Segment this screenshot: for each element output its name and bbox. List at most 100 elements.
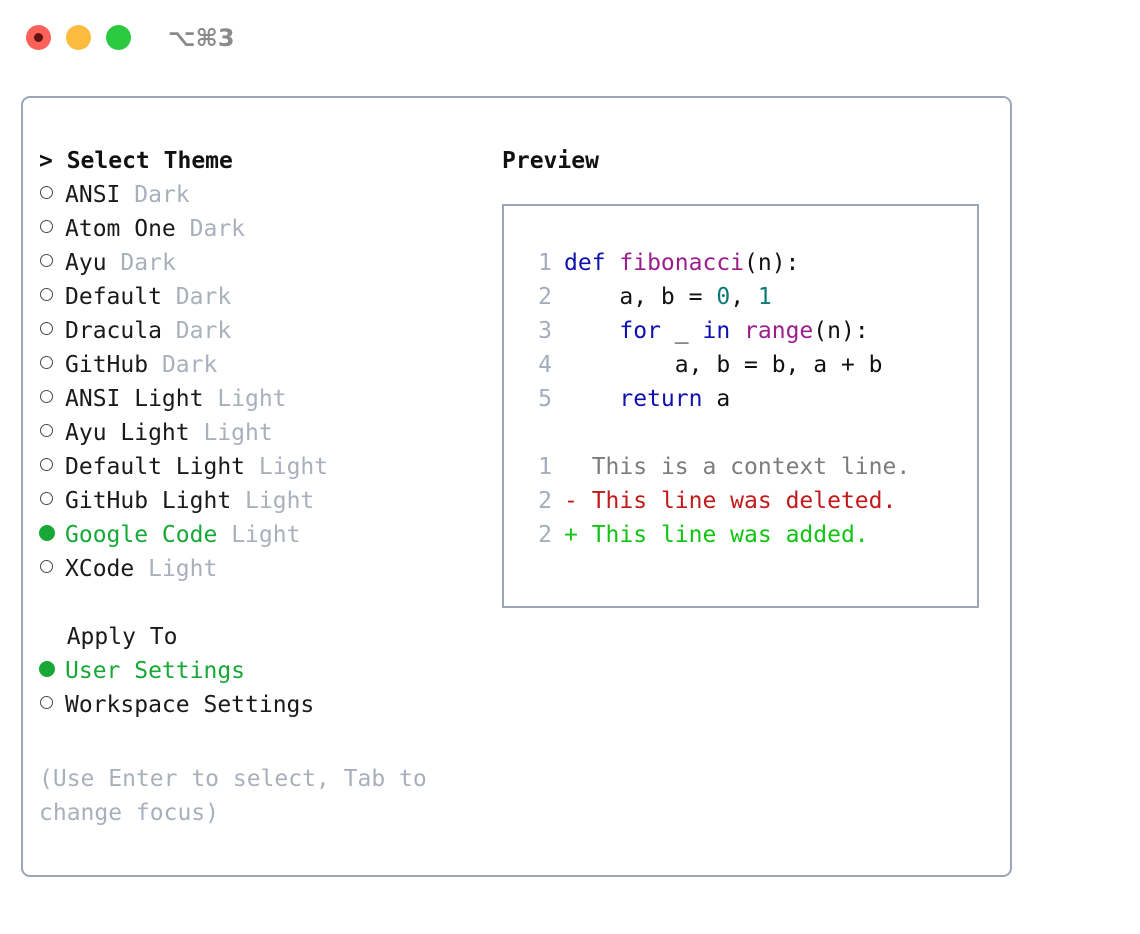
code-token: 0 — [716, 284, 731, 310]
code-token: range — [744, 318, 814, 344]
theme-option-google-code[interactable]: Google Code Light — [39, 518, 479, 552]
theme-variant-badge: Light — [258, 454, 329, 480]
name-badge-gap — [162, 314, 176, 348]
diff-line-number: 2 — [538, 488, 552, 514]
code-diff-spacer — [522, 416, 969, 450]
theme-option-default-light[interactable]: Default Light Light — [39, 450, 479, 484]
diff-line: 1 This is a context line. — [522, 450, 969, 484]
name-badge-gap — [203, 382, 217, 416]
theme-option-ayu-light[interactable]: Ayu Light Light — [39, 416, 479, 450]
code-token: _ — [660, 318, 703, 344]
radio-shape — [40, 492, 53, 505]
diff-line-text: This is a context line. — [591, 454, 911, 480]
code-token: a, b = — [564, 284, 717, 310]
theme-variant-badge: Light — [245, 488, 315, 514]
radio-shape — [40, 186, 53, 199]
diff-sign: - — [564, 488, 592, 514]
theme-variant-badge: Light — [203, 420, 273, 446]
radio-shape — [40, 356, 53, 369]
diff-line: 2- This line was deleted. — [522, 484, 969, 518]
theme-name: XCode — [65, 556, 135, 582]
radio-shape — [40, 322, 53, 335]
theme-variant-badge: Dark — [161, 352, 218, 378]
theme-variant-badge: Dark — [175, 284, 232, 310]
code-token: , — [730, 284, 758, 310]
apply-to-option-user-settings[interactable]: User Settings — [39, 654, 479, 688]
diff-sign: + — [564, 522, 592, 548]
code-token: fibonacci — [619, 250, 745, 276]
radio-shape — [40, 696, 53, 709]
theme-option-xcode[interactable]: XCode Light — [39, 552, 479, 586]
line-number: 3 — [538, 318, 552, 344]
code-line: 4 a, b = b, a + b — [522, 348, 969, 382]
name-badge-gap — [190, 416, 204, 450]
code-token: (n): — [813, 318, 869, 344]
theme-variant-badge: Dark — [175, 318, 232, 344]
radio-shape — [40, 560, 53, 573]
line-number: 1 — [538, 250, 552, 276]
name-badge-gap — [162, 280, 176, 314]
line-number: 5 — [538, 386, 552, 412]
radio-shape — [40, 254, 53, 267]
code-token: def — [564, 250, 620, 276]
theme-name: Atom One — [65, 216, 176, 242]
theme-variant-badge: Light — [217, 386, 287, 412]
theme-option-dracula[interactable]: Dracula Dark — [39, 314, 479, 348]
close-button[interactable] — [26, 25, 51, 50]
line-number: 2 — [538, 284, 552, 310]
theme-option-ansi[interactable]: ANSI Dark — [39, 178, 479, 212]
list-spacer — [39, 586, 479, 620]
theme-name: Dracula — [65, 318, 162, 344]
radio-shape — [39, 661, 55, 677]
radio-shape — [39, 525, 55, 541]
minimize-button[interactable] — [66, 25, 91, 50]
theme-option-ayu[interactable]: Ayu Dark — [39, 246, 479, 280]
name-badge-gap — [134, 552, 148, 586]
keyboard-hint-text: (Use Enter to select, Tab to change focu… — [39, 766, 441, 826]
theme-name: Google Code — [65, 522, 218, 548]
name-badge-gap — [120, 178, 134, 212]
diff-line-number: 2 — [538, 522, 552, 548]
code-line-text: for _ in range(n): — [564, 314, 869, 348]
diff-line-text: This line was deleted. — [591, 488, 897, 514]
theme-option-github-light[interactable]: GitHub Light Light — [39, 484, 479, 518]
code-token: return — [619, 386, 703, 412]
diff-line: 2 + This line was added. — [522, 518, 969, 552]
select-theme-heading: > Select Theme — [39, 148, 233, 174]
maximize-button[interactable] — [106, 25, 131, 50]
name-badge-gap — [217, 518, 231, 552]
name-badge-gap — [107, 246, 121, 280]
diff-line-number: 1 — [538, 454, 552, 480]
theme-option-default[interactable]: Default Dark — [39, 280, 479, 314]
code-token: for — [619, 318, 661, 344]
code-token: (n): — [744, 250, 800, 276]
name-badge-gap — [148, 348, 162, 382]
theme-name: ANSI Light — [65, 386, 204, 412]
theme-option-github[interactable]: GitHub Dark — [39, 348, 479, 382]
code-line-text: return a — [564, 382, 730, 416]
apply-to-option-workspace-settings[interactable]: Workspace Settings — [39, 688, 479, 722]
theme-variant-badge: Dark — [134, 182, 190, 208]
code-token — [564, 386, 619, 412]
theme-name: GitHub — [65, 352, 149, 378]
code-line: 3 for _ in range(n): — [522, 314, 969, 348]
line-number: 4 — [538, 352, 552, 378]
name-badge-gap — [245, 450, 259, 484]
radio-shape — [40, 424, 53, 437]
keyboard-shortcut-label: ⌥⌘3 — [168, 24, 235, 52]
theme-option-ansi-light[interactable]: ANSI Light Light — [39, 382, 479, 416]
preview-title: Preview — [502, 148, 599, 174]
theme-option-atom-one[interactable]: Atom One Dark — [39, 212, 479, 246]
window-controls — [26, 25, 131, 50]
preview-header: Preview — [502, 144, 599, 178]
code-token: a, b = b, a + b — [564, 352, 883, 378]
code-token — [564, 318, 619, 344]
name-badge-gap — [176, 212, 190, 246]
diff-line-text: This line was added. — [591, 522, 869, 548]
theme-name: Ayu — [65, 250, 107, 276]
